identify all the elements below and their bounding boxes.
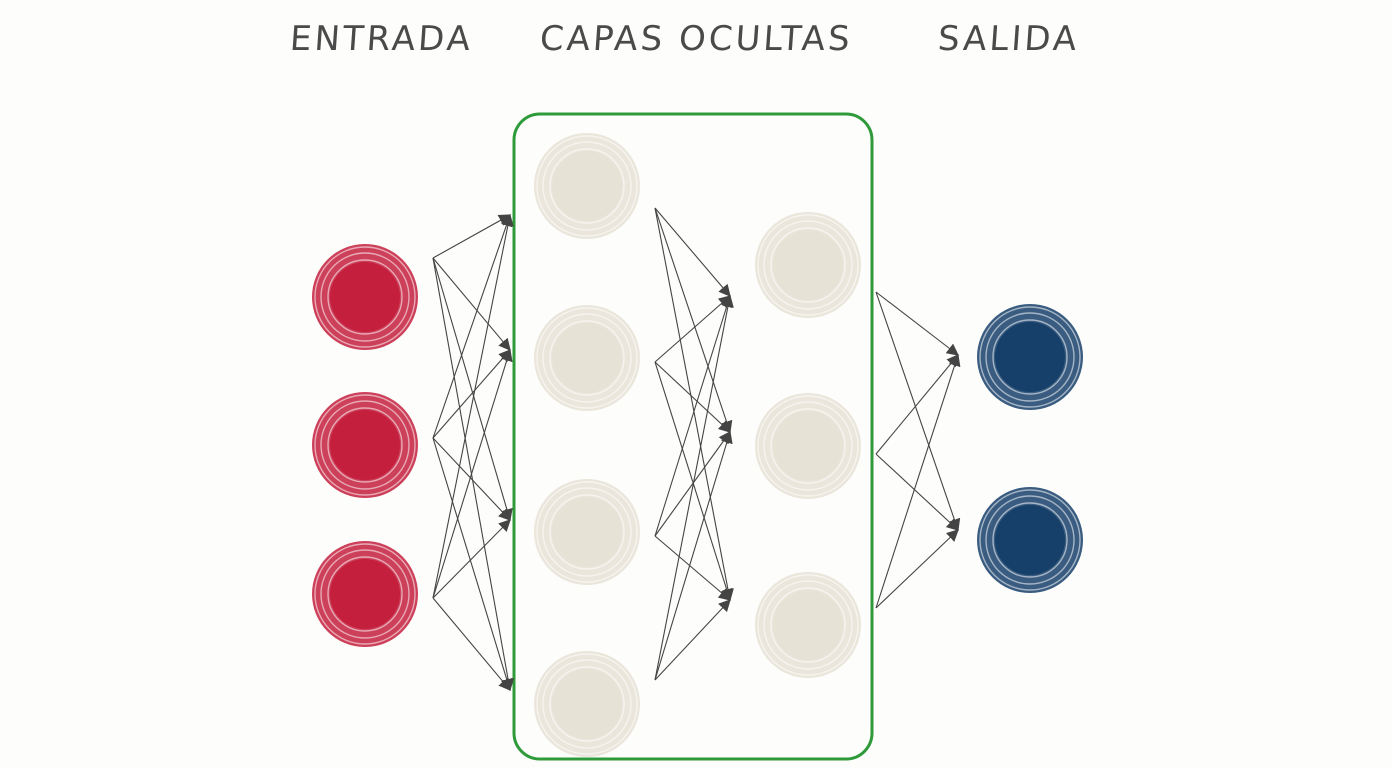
connection-arrow [654,599,731,681]
connections [432,207,961,692]
hidden-1-neuron [534,133,640,239]
hidden-1-neuron [534,305,640,411]
connection-arrow [432,214,512,259]
input-neuron [312,392,418,498]
hidden-2-neuron [755,572,861,678]
connection-arrow [654,207,733,434]
neurons [312,133,1083,757]
connection-arrow [875,354,959,455]
output-neuron [977,304,1083,410]
connection-arrow [654,431,731,537]
connection-arrow [654,535,731,601]
connection-arrow [432,213,513,439]
connection-arrow [432,597,511,691]
connection-arrow [654,430,733,681]
hidden-2-neuron [755,393,861,499]
connection-arrow [654,207,731,297]
connection-arrow [432,519,511,599]
connection-arrow [432,348,513,599]
connection-arrow [654,207,734,602]
connection-arrow [875,291,959,356]
connection-arrow [875,453,959,531]
hidden-1-neuron [534,479,640,585]
connection-arrow [875,353,961,609]
connection-arrow [432,349,511,439]
connection-arrow [654,361,731,433]
hidden-2-neuron [755,212,861,318]
connection-arrow [654,294,733,537]
connection-arrow [654,361,733,602]
hidden-1-neuron [534,651,640,757]
output-neuron [977,487,1083,593]
connection-arrow [432,437,511,521]
connection-arrow [654,295,731,363]
connection-arrow [432,257,511,351]
connection-arrow [875,291,961,532]
connection-arrow [432,257,513,522]
connection-arrow [875,529,959,609]
connection-arrow [432,437,513,692]
connection-arrow [432,213,514,599]
input-neuron [312,244,418,350]
connection-arrow [654,294,734,681]
hidden-layers-group-box [512,112,874,761]
input-neuron [312,541,418,647]
